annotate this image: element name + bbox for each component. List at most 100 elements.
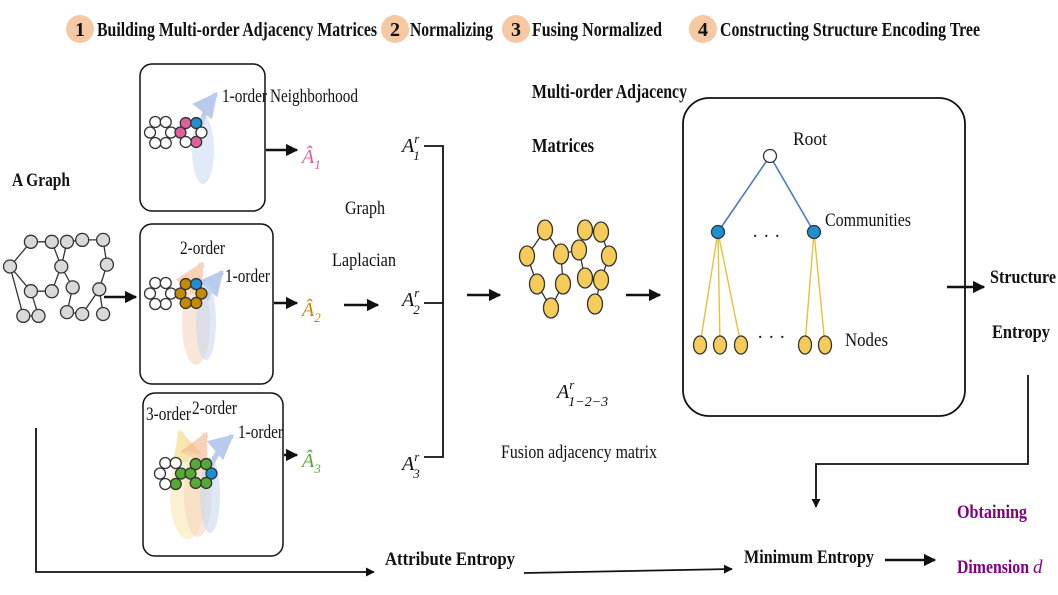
tree-nodes-label: Nodes <box>845 330 888 351</box>
graph-node <box>536 219 554 241</box>
graph-node <box>16 308 31 324</box>
graph-node <box>189 457 202 471</box>
box1-neighborhood-label: Neighborhood <box>270 86 358 107</box>
graph-node <box>576 267 594 289</box>
graph-edge <box>9 266 24 317</box>
arrow-graph-to-attribute <box>35 428 375 577</box>
tree-root-label: Root <box>793 129 828 150</box>
graph-node <box>159 477 172 491</box>
matrix-a1: Â1 <box>300 145 321 172</box>
tree-edge <box>813 231 826 346</box>
graph-node <box>159 136 172 150</box>
graph-node <box>23 234 39 249</box>
tree-leaf-node <box>817 335 833 355</box>
graph-node <box>59 304 75 320</box>
fusion-caption: Fusion adjacency matrix <box>501 442 657 463</box>
obtaining-label: Obtaining <box>957 502 1027 523</box>
graph-node <box>200 457 213 471</box>
graph-node <box>153 467 167 480</box>
encoding-tree-box <box>682 97 966 417</box>
step-label-3: Fusing Normalized <box>532 19 662 41</box>
tree-leaf-node <box>733 335 749 355</box>
tree-communities-label: Communities <box>825 210 911 231</box>
laplacian-label-2: Laplacian <box>332 250 396 271</box>
graph-node <box>75 306 90 322</box>
tree-edge <box>804 231 815 346</box>
step-label-2: Normalizing <box>410 19 493 41</box>
box3-order2-label: 2-order <box>192 398 238 419</box>
structure-entropy-label-2: Entropy <box>992 322 1050 343</box>
box3-order1-label: 1-order <box>238 422 284 443</box>
graph-node <box>586 293 604 315</box>
graph-node <box>149 297 162 311</box>
graph-node <box>75 232 90 248</box>
graph-node <box>143 126 157 139</box>
step-label-3-line3: Matrices <box>532 135 594 157</box>
step-number-4: 4 <box>698 19 708 41</box>
box1-graph <box>143 115 208 150</box>
graph-node <box>518 245 536 267</box>
graph-node <box>169 456 182 470</box>
graph-node <box>159 297 172 311</box>
box1-order1-label: 1-order <box>222 86 268 107</box>
tree-edge <box>699 231 719 346</box>
graph-node <box>190 296 203 310</box>
graph-node <box>179 277 192 291</box>
graph-node <box>149 115 162 129</box>
graph-node <box>576 219 594 241</box>
step-header-4: 4 Constructing Structure Encoding Tree <box>689 15 980 43</box>
graph-node <box>169 477 182 491</box>
graph-node <box>44 284 59 299</box>
graph-node <box>552 243 570 265</box>
graph-label: A Graph <box>12 170 70 191</box>
step-label-1: Building Multi-order Adjacency Matrices <box>97 19 377 41</box>
graph-node <box>31 308 46 324</box>
structure-entropy-label-1: Structure <box>990 267 1056 288</box>
graph-node <box>179 135 192 149</box>
graph-node <box>159 276 172 290</box>
fusion-bracket <box>424 145 444 458</box>
graph-node <box>92 282 107 297</box>
graph-node <box>592 269 610 291</box>
step-number-2: 2 <box>390 19 400 41</box>
step-number-1: 1 <box>75 19 85 41</box>
graph-node <box>54 259 69 274</box>
graph-node <box>44 234 59 249</box>
step-label-3-line2: Multi-order Adjacency <box>532 81 687 103</box>
tree-edge <box>769 155 815 233</box>
step-header-1: 1 Building Multi-order Adjacency Matrice… <box>66 15 377 43</box>
tree-leaf-dots: · · · <box>757 327 785 348</box>
graph-node <box>174 287 187 300</box>
graph-node <box>159 115 172 129</box>
laplacian-label-1: Graph <box>345 198 385 219</box>
matrix-a3: Â3 <box>300 449 321 476</box>
graph-node <box>174 126 187 139</box>
graph-node <box>200 476 213 490</box>
minimum-entropy-label: Minimum Entropy <box>744 547 874 568</box>
graph-node <box>184 467 197 480</box>
box3-order3-label: 3-order <box>146 404 192 425</box>
graph-node <box>592 221 610 243</box>
box2-graph <box>143 276 208 311</box>
graph-node <box>600 245 618 267</box>
graph-node <box>95 232 111 248</box>
graph-node <box>149 136 162 150</box>
graph-node <box>195 126 208 139</box>
graph-node <box>65 280 80 295</box>
box3-graph <box>153 456 218 491</box>
graph-node <box>179 296 192 310</box>
graph-node <box>190 135 203 149</box>
step-label-4: Constructing Structure Encoding Tree <box>720 19 980 41</box>
graph-node <box>189 476 202 490</box>
graph-node <box>59 234 75 249</box>
step-badge-1 <box>66 15 94 43</box>
tree-edge <box>717 231 721 346</box>
graph-node <box>554 273 572 295</box>
attribute-entropy-label: Attribute Entropy <box>385 549 515 570</box>
graph-node <box>23 284 39 299</box>
input-graph <box>2 232 115 324</box>
